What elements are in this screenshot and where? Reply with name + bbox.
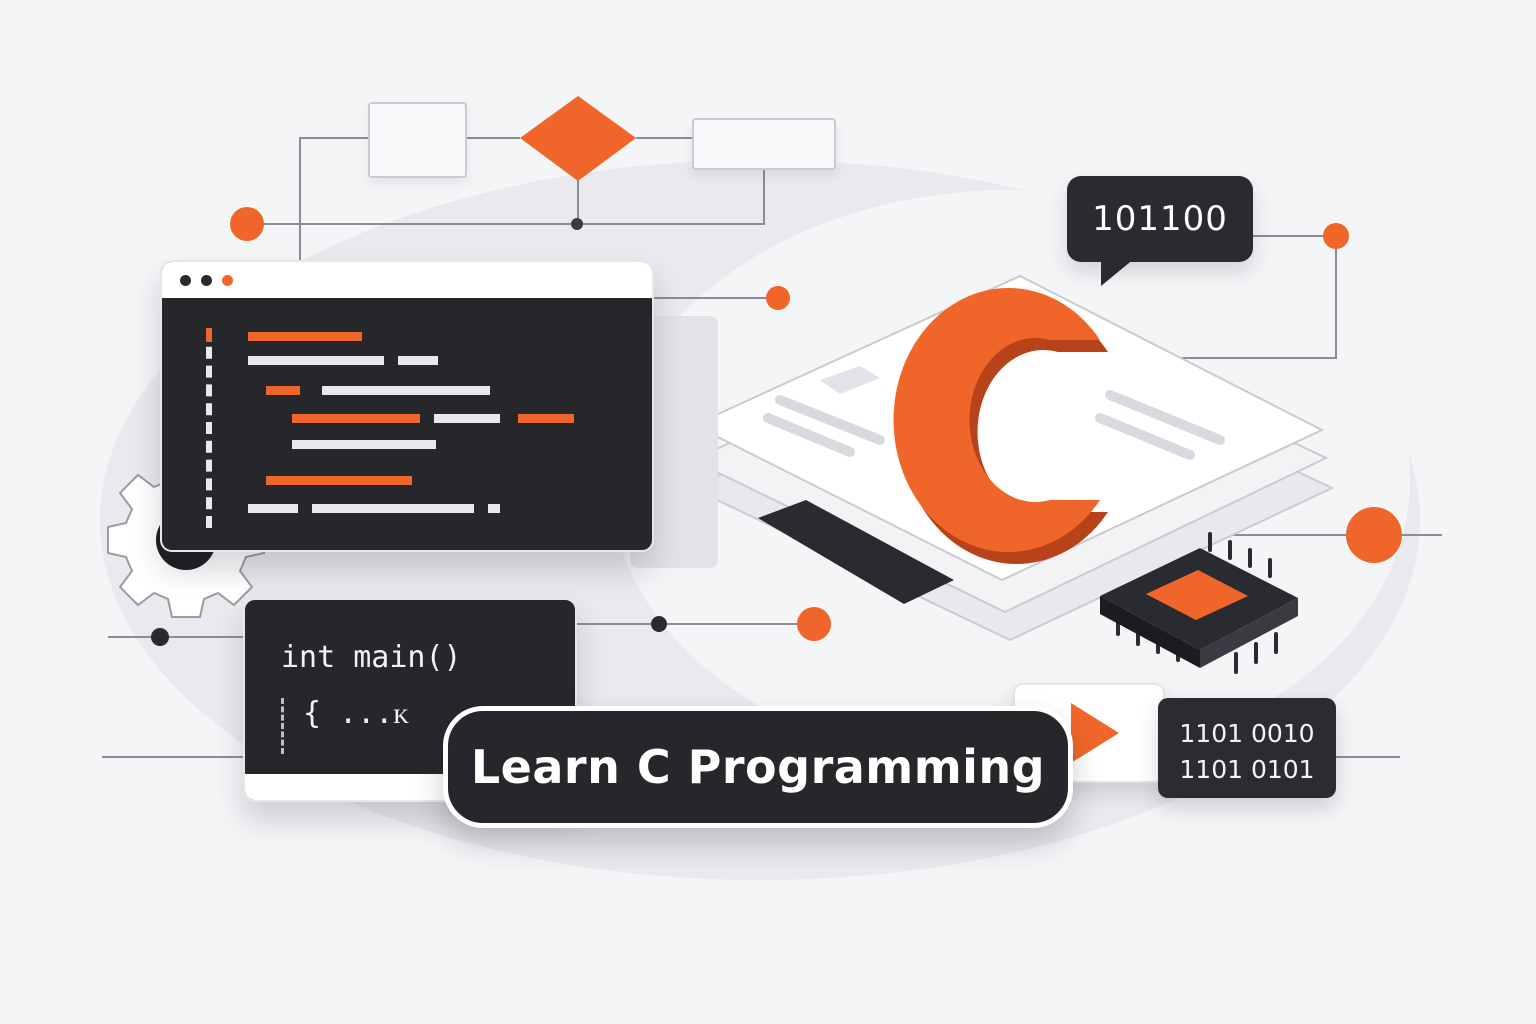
chip-icon xyxy=(1100,532,1298,674)
c-logo-icon xyxy=(893,288,1108,565)
code-snippet-gutter xyxy=(281,698,286,754)
window-dot-accent xyxy=(222,274,233,286)
code-line xyxy=(488,504,500,513)
code-line xyxy=(434,414,500,423)
window-dot xyxy=(201,274,212,286)
binary-line-2: 1101 0101 xyxy=(1179,755,1315,784)
binary-speech-bubble: 101100 xyxy=(1067,176,1253,262)
page-title: Learn C Programming xyxy=(443,706,1073,828)
code-line xyxy=(248,356,384,365)
document-text-lines xyxy=(763,390,1225,460)
play-icon xyxy=(1071,703,1119,763)
node-dot xyxy=(797,607,831,641)
code-line xyxy=(518,414,574,423)
flowchart-diamond xyxy=(520,96,636,181)
document-stack xyxy=(689,274,1335,642)
code-line xyxy=(322,386,490,395)
binary-line-1: 1101 0010 xyxy=(1179,719,1315,748)
code-line xyxy=(266,476,412,485)
window-dot xyxy=(180,274,191,286)
node-dot xyxy=(1346,507,1402,563)
speech-bubble-tail xyxy=(1101,258,1135,286)
code-line xyxy=(248,504,298,513)
code-line xyxy=(248,332,362,341)
flowchart-box xyxy=(692,118,836,170)
code-line xyxy=(398,356,438,365)
code-snippet-line-2: { ...ᴋ xyxy=(303,696,410,731)
code-snippet-line-1: int main() xyxy=(281,640,462,675)
code-editor-window xyxy=(160,260,654,552)
junction-dot xyxy=(651,616,667,632)
junction-dot xyxy=(571,218,583,230)
flowchart-box xyxy=(368,102,467,178)
junction-dot xyxy=(151,628,169,646)
code-line xyxy=(292,414,420,423)
code-line xyxy=(292,440,436,449)
code-gutter-marker xyxy=(206,328,212,342)
binary-code-card: 1101 0010 1101 0101 xyxy=(1158,698,1336,798)
code-line xyxy=(312,504,474,513)
node-dot xyxy=(766,286,790,310)
window-titlebar xyxy=(162,262,652,298)
code-gutter xyxy=(206,328,212,528)
node-dot xyxy=(230,207,264,241)
code-snippet-card: int main() { ...ᴋ xyxy=(243,598,577,802)
code-line xyxy=(266,386,300,395)
node-dot xyxy=(1323,223,1349,249)
